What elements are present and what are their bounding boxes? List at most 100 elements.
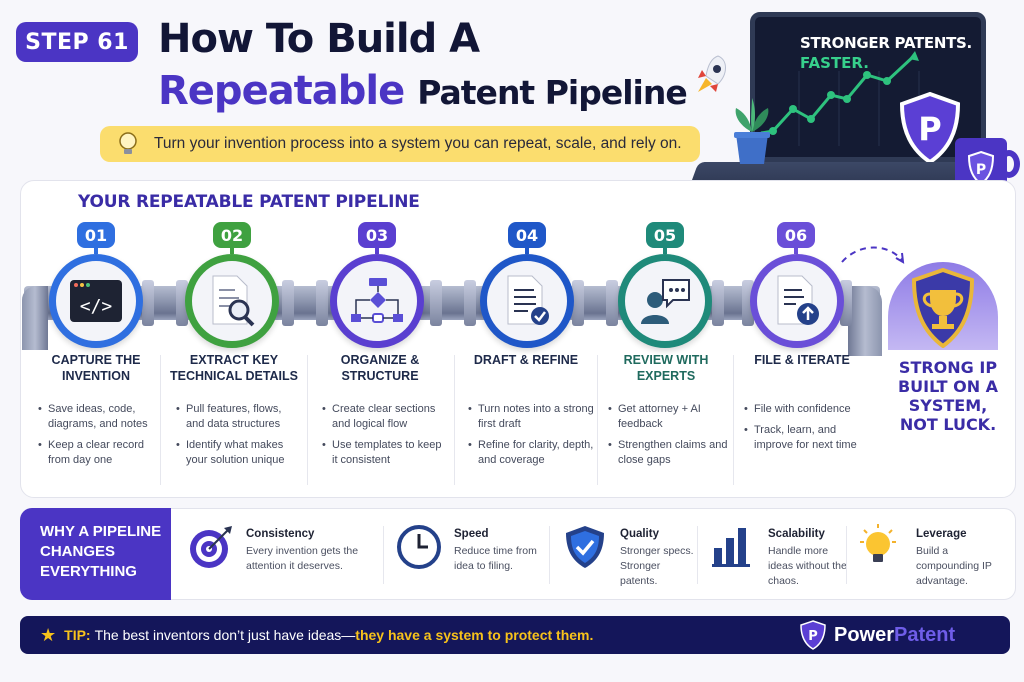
result-text: STRONG IP BUILT ON A SYSTEM, NOT LUCK. bbox=[897, 358, 999, 434]
lightbulb-icon bbox=[119, 132, 137, 154]
step-bullet: Keep a clear record from day one bbox=[38, 438, 164, 468]
svg-text:P: P bbox=[918, 110, 941, 148]
benefit-desc: Handle more ideas without the chaos. bbox=[768, 545, 847, 587]
benefit-desc: Stronger specs. Stronger patents. bbox=[620, 545, 694, 587]
svg-text:P: P bbox=[808, 629, 818, 644]
step-node-organize bbox=[330, 254, 424, 348]
result-badge bbox=[888, 262, 998, 350]
brand-name-part2: Patent bbox=[894, 623, 956, 646]
tip-text: The best inventors don’t just have ideas… bbox=[94, 627, 356, 643]
document-check-icon bbox=[507, 275, 549, 325]
step-bullet: Pull features, flows, and data structure… bbox=[176, 402, 302, 432]
title-highlight: Repeatable bbox=[158, 68, 405, 114]
bar-chart-icon bbox=[712, 528, 750, 567]
benefit-title: Quality bbox=[620, 528, 659, 540]
flowchart-icon bbox=[351, 278, 403, 323]
laptop-screen bbox=[750, 12, 986, 162]
subtitle-banner: Turn your invention process into a syste… bbox=[100, 126, 700, 162]
step-bullet: Identify what makes your solution unique bbox=[176, 438, 302, 468]
benefit-title: Consistency bbox=[246, 528, 315, 540]
step-number-04: 04 bbox=[508, 222, 546, 254]
step-bullet: Get attorney + AI feedback bbox=[608, 402, 734, 432]
benefit-title: Leverage bbox=[916, 528, 967, 540]
step-column-file: FILE & ITERATE File with confidenceTrack… bbox=[734, 352, 870, 459]
step-title: DRAFT & REFINE bbox=[473, 353, 579, 367]
step-number-05: 05 bbox=[646, 222, 684, 254]
why-card bbox=[20, 508, 1016, 600]
step-number-03: 03 bbox=[358, 222, 396, 254]
step-node-file bbox=[750, 254, 844, 348]
step-bullet: File with confidence bbox=[744, 402, 870, 417]
step-column-extract: EXTRACT KEY TECHNICAL DETAILS Pull featu… bbox=[166, 352, 302, 474]
shield-logo-icon: P bbox=[898, 91, 962, 169]
step-bullet: Save ideas, code, diagrams, and notes bbox=[38, 402, 164, 432]
step-title: ORGANIZE & STRUCTURE bbox=[340, 353, 420, 383]
step-bullet: Turn notes into a strong first draft bbox=[468, 402, 594, 432]
subtitle-text: Turn your invention process into a syste… bbox=[154, 135, 682, 152]
mug-handle bbox=[998, 150, 1020, 178]
trophy-shield-icon bbox=[911, 268, 975, 348]
document-search-icon bbox=[212, 275, 255, 327]
svg-text:</>: </> bbox=[80, 296, 113, 317]
clock-icon bbox=[397, 525, 441, 569]
step-node-draft bbox=[480, 254, 574, 348]
shield-check-icon bbox=[566, 526, 604, 568]
step-bullet: Refine for clarity, depth, and coverage bbox=[468, 438, 594, 468]
tip-bar: ★ TIP: The best inventors don’t just hav… bbox=[20, 616, 1010, 654]
page-title-line2: Repeatable Patent Pipeline bbox=[158, 68, 688, 114]
step-column-capture: CAPTURE THE INVENTION Save ideas, code, … bbox=[28, 352, 164, 474]
title-rest: Patent Pipeline bbox=[417, 73, 687, 112]
target-icon bbox=[190, 526, 232, 568]
step-title: CAPTURE THE INVENTION bbox=[51, 353, 141, 383]
benefit-desc: Reduce time from idea to filing. bbox=[454, 545, 537, 572]
step-column-review: REVIEW WITH EXPERTS Get attorney + AI fe… bbox=[598, 352, 734, 474]
benefit-title: Scalability bbox=[768, 528, 825, 540]
tip-emphasis: they have a system to protect them. bbox=[355, 627, 594, 643]
step-number-01: 01 bbox=[77, 222, 115, 254]
step-column-organize: ORGANIZE & STRUCTURE Create clear sectio… bbox=[312, 352, 448, 474]
brand-name-part1: Power bbox=[834, 623, 895, 646]
pipe-elbow-left bbox=[22, 286, 48, 350]
plant-icon bbox=[730, 96, 774, 171]
lightbulb-icon bbox=[860, 524, 896, 562]
step-badge: STEP 61 bbox=[16, 22, 138, 62]
step-title: FILE & ITERATE bbox=[754, 353, 850, 367]
benefit-desc: Build a compounding IP advantage. bbox=[916, 545, 992, 587]
benefit-desc: Every invention gets the attention it de… bbox=[246, 545, 359, 572]
step-number-02: 02 bbox=[213, 222, 251, 254]
document-upload-icon bbox=[777, 275, 819, 325]
tip-label: TIP: bbox=[64, 627, 91, 643]
shield-logo-icon: P bbox=[800, 620, 826, 650]
step-column-draft: DRAFT & REFINE Turn notes into a strong … bbox=[458, 352, 594, 474]
why-title: WHY A PIPELINE CHANGES EVERYTHING bbox=[20, 508, 171, 600]
pipe bbox=[24, 286, 880, 320]
expert-chat-icon bbox=[641, 279, 690, 324]
rocket-icon bbox=[688, 52, 732, 114]
svg-text:P: P bbox=[976, 162, 986, 178]
page-title-line1: How To Build A bbox=[158, 16, 480, 62]
star-icon: ★ bbox=[40, 624, 57, 645]
dashed-arrow-icon bbox=[841, 246, 905, 264]
step-title: EXTRACT KEY TECHNICAL DETAILS bbox=[169, 353, 298, 383]
step-bullet: Strengthen claims and close gaps bbox=[608, 438, 734, 468]
step-bullet: Track, learn, and improve for next time bbox=[744, 423, 870, 453]
growth-chart-icon bbox=[760, 51, 920, 146]
screen-headline: STRONGER PATENTS. bbox=[800, 34, 972, 52]
pipe-elbow-right bbox=[848, 286, 882, 356]
step-title: REVIEW WITH EXPERTS bbox=[623, 353, 709, 383]
step-bullet: Create clear sections and logical flow bbox=[322, 402, 448, 432]
step-number-06: 06 bbox=[777, 222, 815, 254]
step-node-review bbox=[618, 254, 712, 348]
step-node-capture: </> bbox=[49, 254, 143, 348]
step-bullet: Use templates to keep it consistent bbox=[322, 438, 448, 468]
benefit-title: Speed bbox=[454, 528, 489, 540]
screen-subheadline: FASTER. bbox=[800, 54, 869, 72]
code-window-icon: </> bbox=[70, 280, 122, 322]
pipeline-title: YOUR REPEATABLE PATENT PIPELINE bbox=[78, 192, 420, 212]
